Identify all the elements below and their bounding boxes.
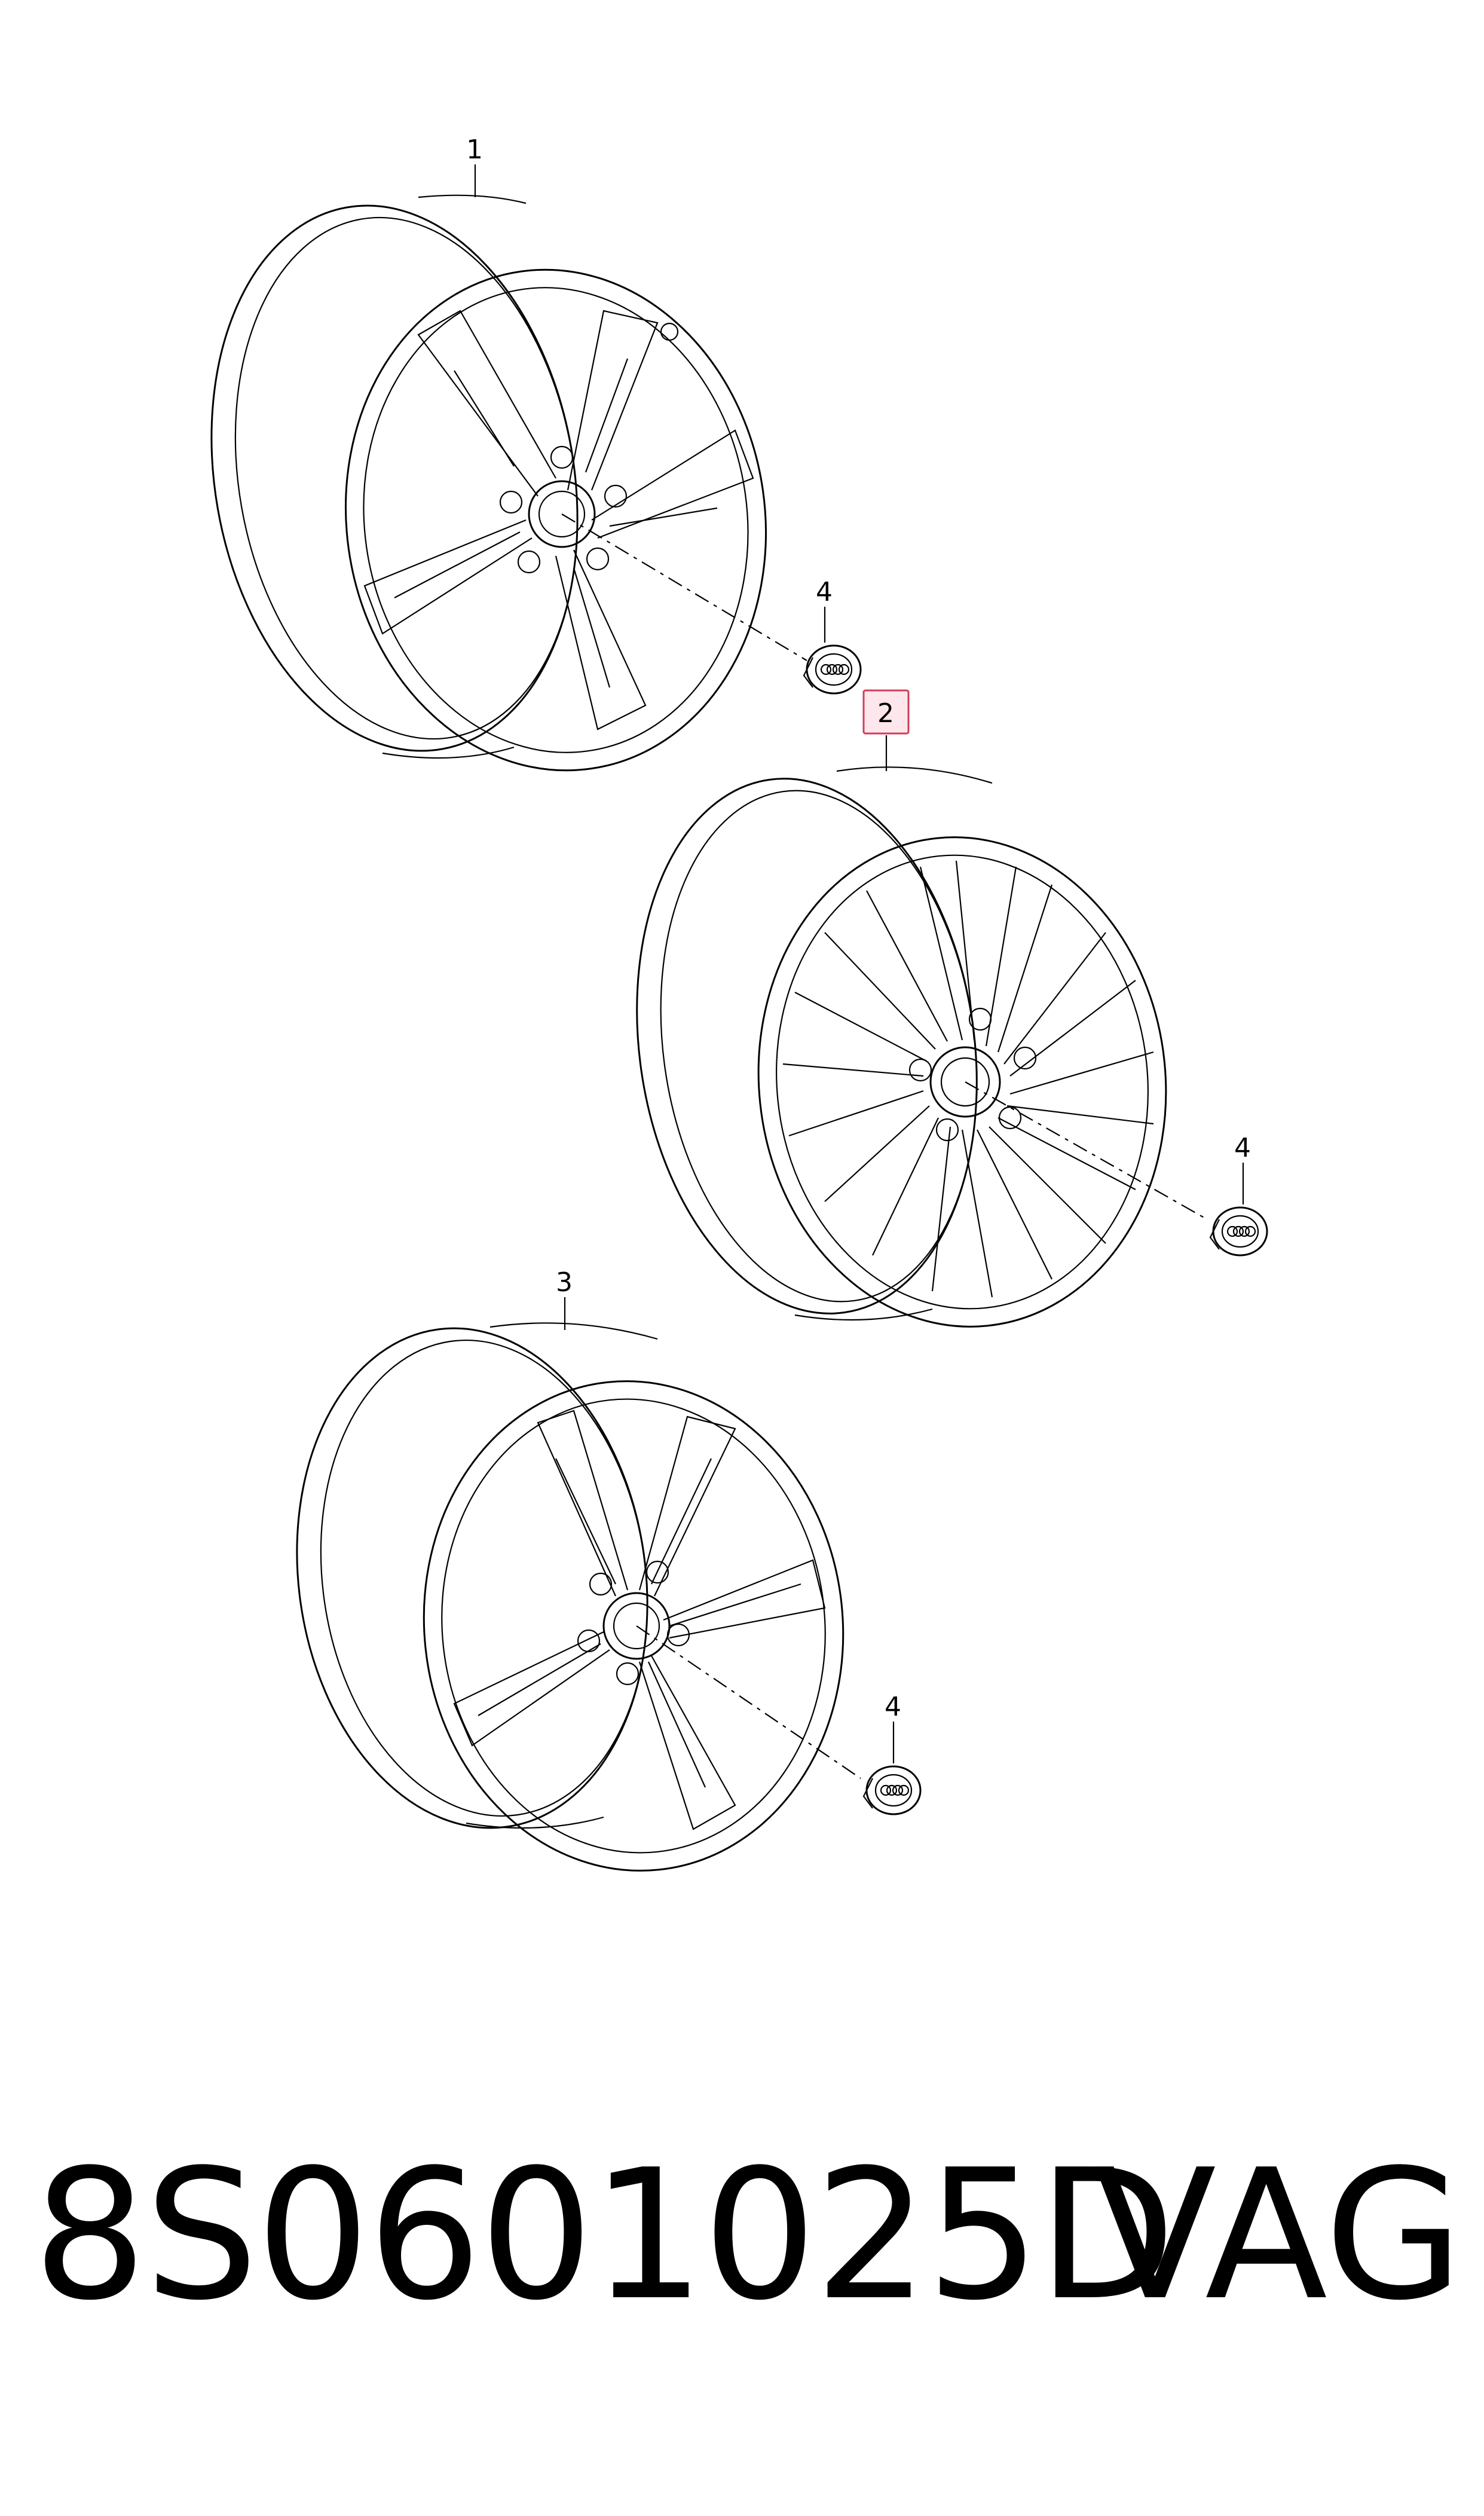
exploded-parts-diagram: 1 4 xyxy=(170,134,1268,1891)
wheel-1[interactable]: 1 xyxy=(170,134,807,798)
alloy-wheel-icon xyxy=(296,1322,844,1872)
center-cap-icon xyxy=(803,644,862,695)
brand-name: VAG xyxy=(1094,2131,1464,2340)
alloy-wheel-icon xyxy=(636,766,1167,1328)
callout-cap-c: 4 xyxy=(885,1692,901,1722)
callout-cap-a: 4 xyxy=(816,577,833,607)
wheel-2[interactable]: 2 xyxy=(604,689,1208,1347)
callout-wheel-2: 2 xyxy=(877,698,894,729)
callout-cap-b: 4 xyxy=(1234,1133,1251,1163)
center-cap-icon xyxy=(1209,1206,1268,1257)
alloy-wheel-icon xyxy=(210,194,767,772)
center-cap-icon xyxy=(862,1765,922,1815)
center-cap-c[interactable]: 4 xyxy=(862,1692,922,1815)
part-number: 8S0601025D xyxy=(33,2131,1176,2340)
center-cap-b[interactable]: 4 xyxy=(1209,1133,1268,1257)
wheel-3[interactable]: 3 xyxy=(265,1267,867,1891)
center-cap-a[interactable]: 4 xyxy=(803,577,862,695)
callout-wheel-3: 3 xyxy=(556,1267,573,1298)
footer: 8S0601025D VAG xyxy=(0,2128,1484,2379)
callout-wheel-1: 1 xyxy=(466,134,483,165)
